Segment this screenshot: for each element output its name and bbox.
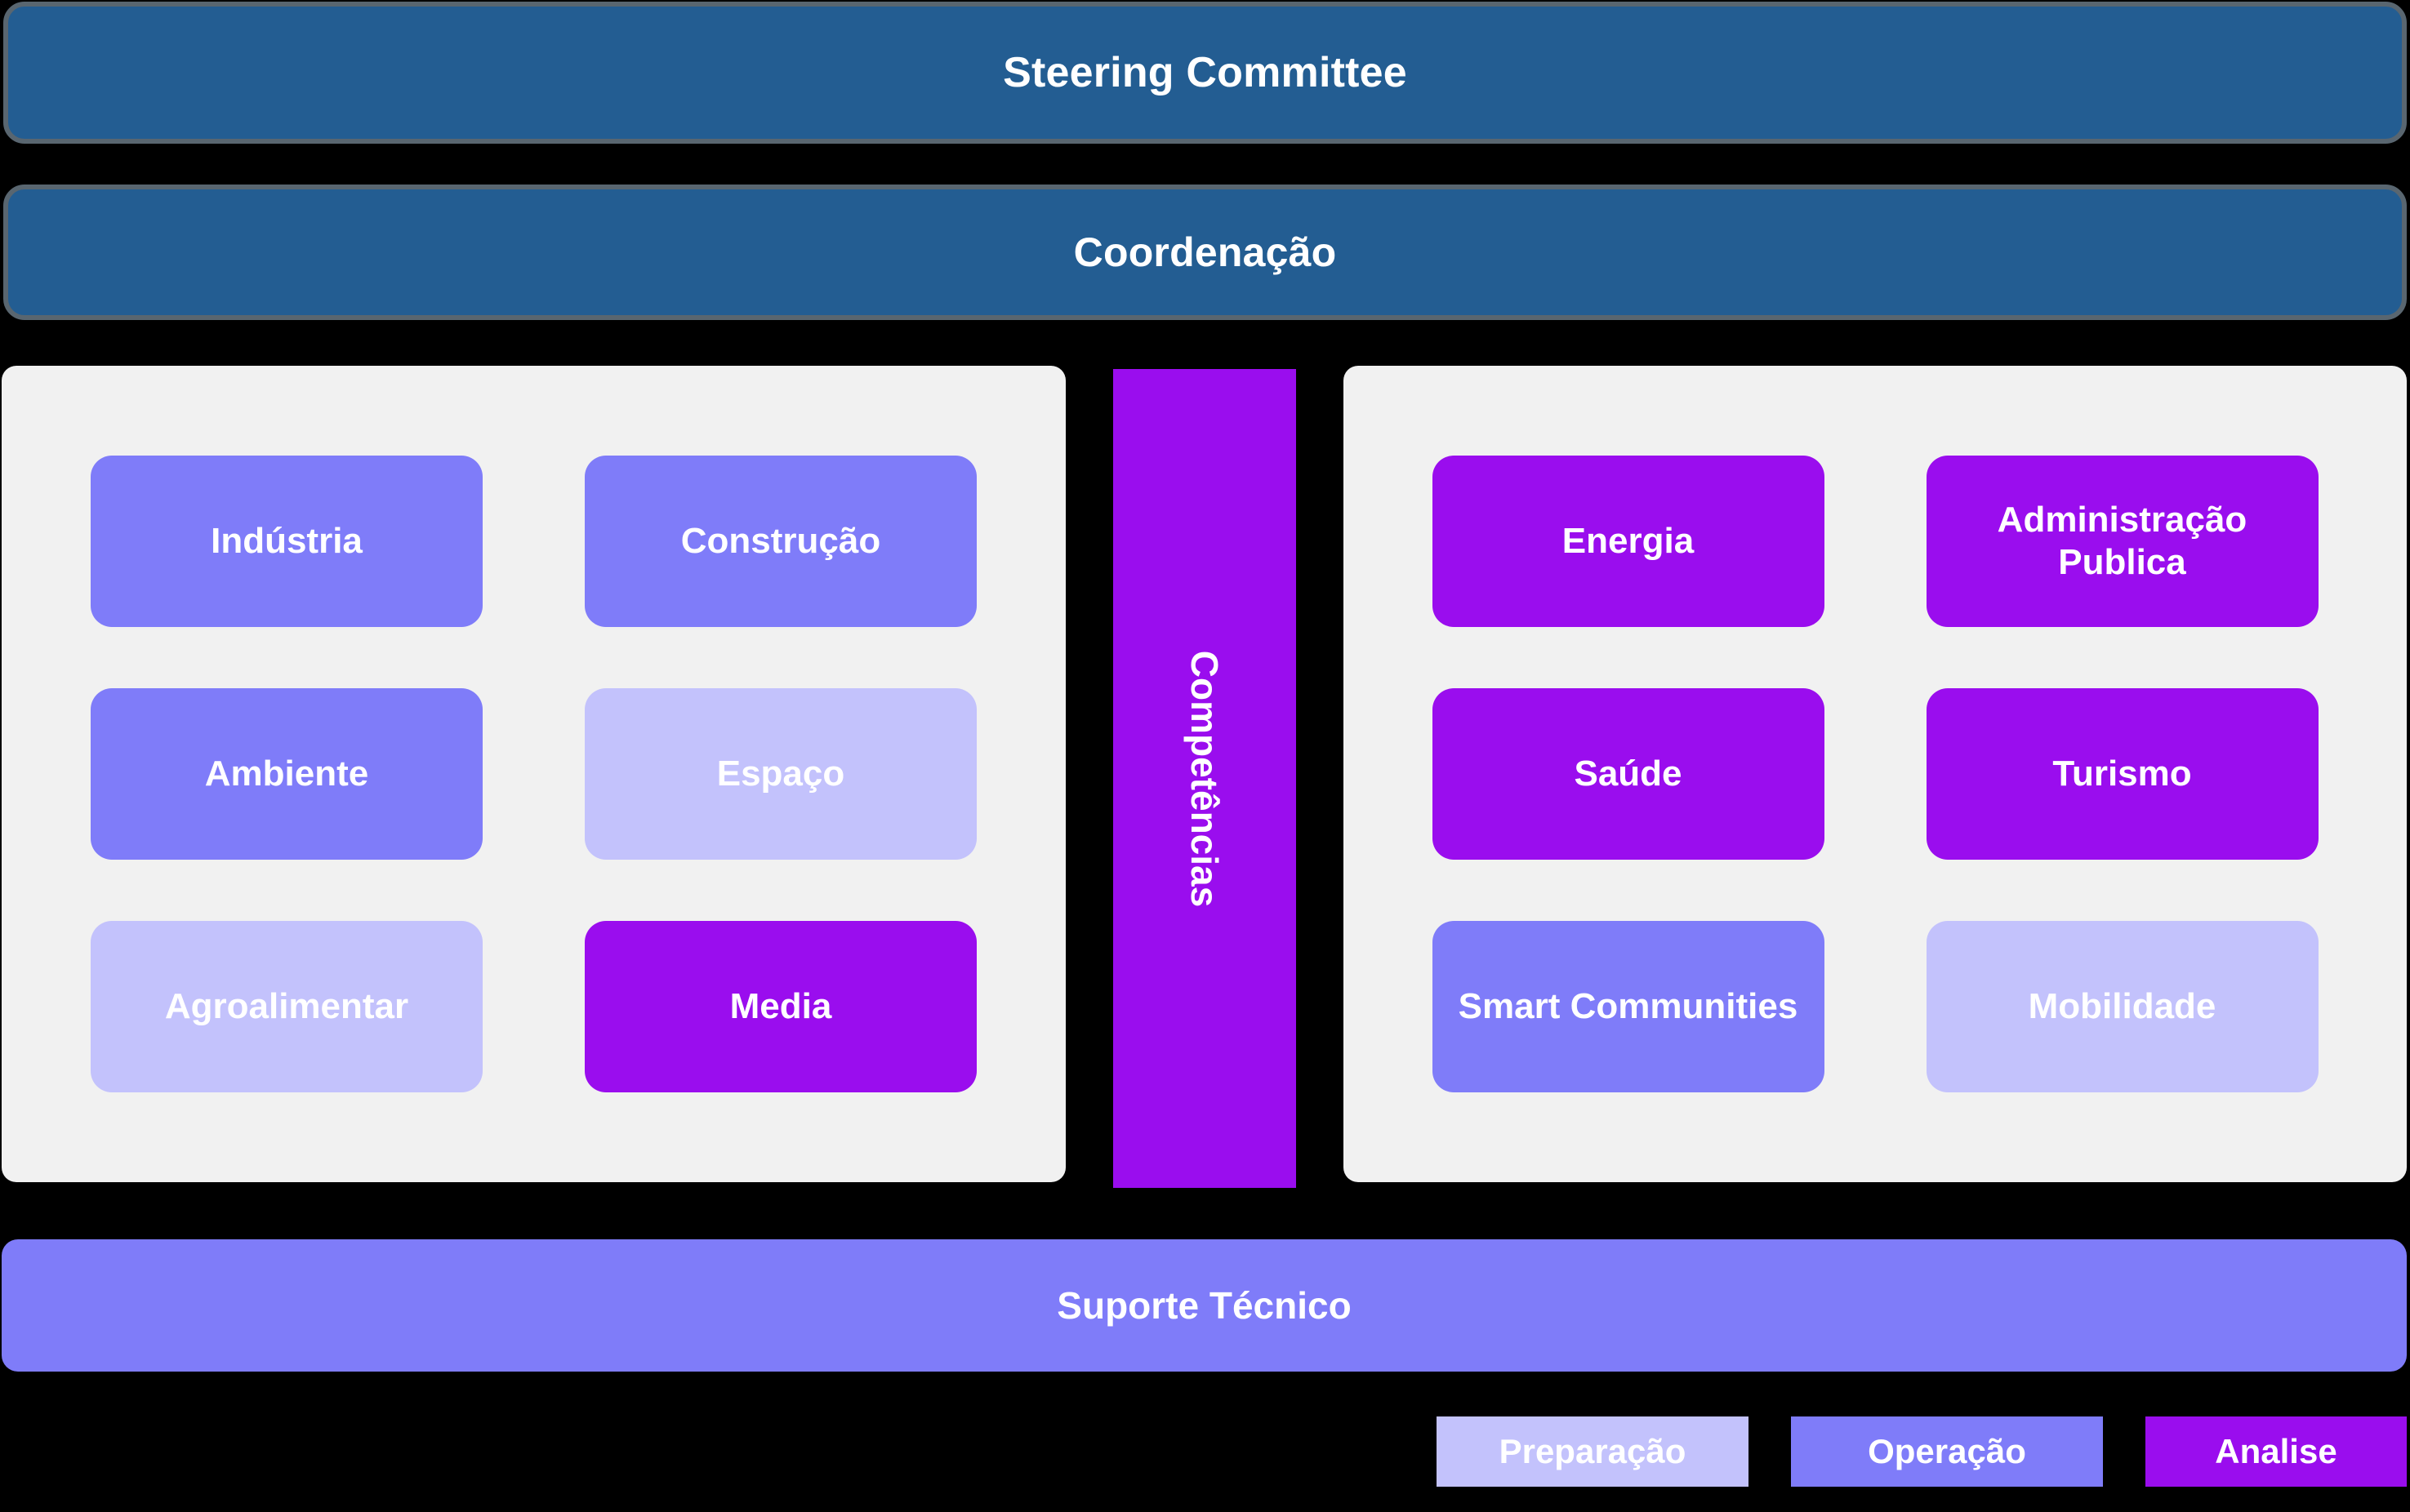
domain-card[interactable]: Construção <box>585 456 977 627</box>
domain-card[interactable]: Espaço <box>585 688 977 860</box>
domain-card[interactable]: Energia <box>1432 456 1824 627</box>
coordenacao-bar: Coordenação <box>3 185 2407 320</box>
domain-card-label: Energia <box>1561 521 1695 562</box>
domain-card[interactable]: Administração Publica <box>1926 456 2319 627</box>
domain-card[interactable]: Ambiente <box>91 688 483 860</box>
domain-card-label: Mobilidade <box>2028 986 2216 1027</box>
domain-card-label: Saúde <box>1574 754 1682 794</box>
domain-card-label: Construção <box>680 521 881 562</box>
domain-card[interactable]: Media <box>585 921 977 1092</box>
legend-item-label: Preparação <box>1499 1432 1686 1470</box>
competencias-label: Competências <box>1183 650 1226 907</box>
domain-card-label: Media <box>729 986 832 1027</box>
domain-card-label: Ambiente <box>204 754 369 794</box>
legend-item-label: Analise <box>2215 1432 2337 1470</box>
coordenacao-label: Coordenação <box>1073 229 1337 275</box>
steering-committee-label: Steering Committee <box>1003 49 1407 96</box>
legend-item[interactable]: Operação <box>1791 1416 2103 1487</box>
legend: Preparação Operação Analise <box>1391 1416 2407 1487</box>
suporte-tecnico-label: Suporte Técnico <box>1057 1284 1352 1327</box>
domain-card-label: Smart Communities <box>1458 986 1798 1027</box>
legend-item[interactable]: Preparação <box>1437 1416 1748 1487</box>
domain-card[interactable]: Smart Communities <box>1432 921 1824 1092</box>
domain-card[interactable]: Mobilidade <box>1926 921 2319 1092</box>
domain-card[interactable]: Indústria <box>91 456 483 627</box>
domain-card-label: Agroalimentar <box>164 986 409 1027</box>
domain-card-label: Administração Publica <box>1997 500 2247 582</box>
legend-item-label: Operação <box>1868 1432 2026 1470</box>
suporte-tecnico-bar: Suporte Técnico <box>2 1239 2407 1372</box>
domain-card-label: Indústria <box>211 521 363 562</box>
domain-card-label: Turismo <box>2052 754 2192 794</box>
domain-card[interactable]: Turismo <box>1926 688 2319 860</box>
steering-committee-bar: Steering Committee <box>3 2 2407 144</box>
legend-item[interactable]: Analise <box>2145 1416 2407 1487</box>
domain-card-label: Espaço <box>716 754 845 794</box>
competencias-bar: Competências <box>1113 369 1296 1188</box>
domain-card[interactable]: Saúde <box>1432 688 1824 860</box>
domain-card[interactable]: Agroalimentar <box>91 921 483 1092</box>
